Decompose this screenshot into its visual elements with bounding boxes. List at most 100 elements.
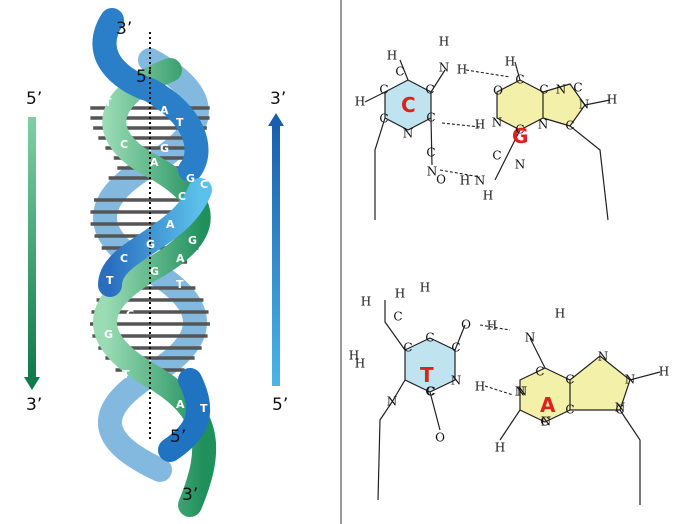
helix-base-letter: C — [120, 138, 128, 151]
atom-label: H — [475, 118, 485, 132]
helix-base-letter: A — [176, 252, 185, 265]
helix-base-letter: A — [166, 218, 175, 231]
helix-base-letter: T — [176, 116, 184, 129]
atom-label: H — [457, 63, 467, 77]
strand2-arrow-head — [268, 113, 284, 126]
atom-label: C — [393, 310, 402, 324]
pair-cg-left-base: C — [401, 93, 416, 117]
atom-label: N — [475, 174, 486, 188]
atom-label: H — [460, 174, 470, 188]
strand1-arrow-head — [24, 377, 40, 390]
atom-label: H — [420, 281, 430, 295]
atom-label: H — [387, 49, 397, 63]
adenine-ring6 — [520, 368, 570, 422]
helix-base-letter: G — [104, 328, 113, 341]
atom-label: C — [615, 403, 624, 417]
atom-label: C — [395, 65, 404, 79]
helix-base-letter: T — [176, 278, 184, 291]
helix-base-letter: A — [160, 104, 169, 117]
atom-label: N — [615, 401, 626, 415]
guanine-ring5 — [543, 84, 585, 126]
strand2-arrow-shaft — [272, 126, 280, 386]
helix-base-letter: T — [122, 368, 130, 381]
helix-base-letter: G — [160, 142, 169, 155]
helix-base-letter: C — [126, 308, 134, 321]
atom-label: C — [535, 365, 544, 379]
atom-label: H — [505, 55, 515, 69]
strand2-bottom-label: 5’ — [272, 395, 288, 415]
atom-label: H — [659, 365, 669, 379]
strand1-arrow-shaft — [28, 117, 36, 377]
atom-label: N — [541, 415, 552, 429]
atom-label: H — [495, 441, 505, 455]
atom-label: H — [475, 380, 485, 394]
atom-label: N — [625, 373, 636, 387]
atom-label: C — [426, 111, 435, 125]
atom-label: C — [426, 146, 435, 160]
atom-label: C — [565, 119, 574, 133]
atom-label: H — [361, 295, 371, 309]
atom-label: H — [607, 93, 617, 107]
atom-label: H — [395, 287, 405, 301]
atom-label: N — [515, 158, 526, 172]
atom-label: C — [425, 385, 434, 399]
atom-label: H — [349, 349, 359, 363]
strand1-bottom-label: 3’ — [26, 395, 42, 415]
helix-top-3-label: 3’ — [116, 19, 132, 39]
atom-label: C — [425, 83, 434, 97]
helix-base-letter: C — [120, 252, 128, 265]
helix-base-letter: A — [176, 398, 185, 411]
helix-bottom-3-label: 3’ — [182, 485, 198, 505]
blue-ribbon-bottom — [158, 368, 211, 462]
blue-ribbon-middle — [98, 178, 212, 297]
atom-label: N — [515, 385, 526, 399]
atom-label: N — [517, 385, 528, 399]
pair-cg-right-base: G — [512, 124, 528, 148]
atom-label: C — [451, 341, 460, 355]
atom-label: N — [538, 118, 549, 132]
atom-label: C — [426, 385, 435, 399]
atom-label: N — [556, 83, 567, 97]
atom-label: C — [565, 373, 574, 387]
atom-label: C — [403, 341, 412, 355]
helix-base-letter: C — [200, 178, 208, 191]
atom-label: N — [579, 98, 590, 112]
helix-base-letter: T — [200, 402, 208, 415]
atom-label: C — [539, 83, 548, 97]
atom-label: H — [483, 189, 493, 203]
helix-base-letter: G — [150, 265, 159, 278]
atom-label: C — [573, 81, 582, 95]
cytosine-ring — [385, 80, 431, 130]
atom-label: C — [540, 415, 549, 429]
atom-label: C — [515, 123, 524, 137]
atom-label: O — [435, 431, 445, 445]
atom-label: O — [436, 173, 446, 187]
pair-ta-right-base: A — [540, 393, 556, 417]
atom-label: O — [461, 318, 471, 332]
atom-label: N — [403, 127, 414, 141]
atom-label: H — [355, 357, 365, 371]
atom-label: N — [598, 350, 609, 364]
atom-label: C — [379, 83, 388, 97]
thymine-ring — [405, 338, 455, 392]
atom-label: N — [387, 395, 398, 409]
atom-label: N — [439, 61, 450, 75]
helix-base-letter: G — [188, 234, 197, 247]
atom-label: C — [425, 331, 434, 345]
atom-label: N — [451, 374, 462, 388]
atom-label: H — [439, 35, 449, 49]
pair-ta-left-base: T — [420, 363, 434, 387]
atom-label: H — [555, 307, 565, 321]
atom-label: C — [492, 149, 501, 163]
atom-label: O — [493, 84, 503, 98]
atom-label: N — [427, 165, 438, 179]
atom-label: C — [379, 112, 388, 126]
helix-base-letter: G — [146, 238, 155, 251]
helix-base-letter: A — [150, 156, 159, 169]
